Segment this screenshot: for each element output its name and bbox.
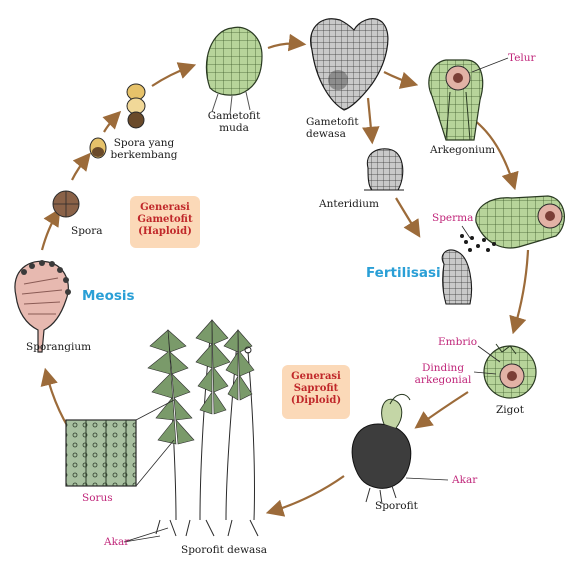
label-sperma: Sperma (432, 212, 473, 224)
saprofit-generation-box: Generasi Saprofit (Diploid) (282, 365, 350, 419)
spora-single-illustration (90, 138, 106, 158)
label-gametofit-dewasa-1: Gametofit (306, 116, 359, 128)
arrow-dewasa-arkegonium (384, 72, 414, 84)
gametofit-muda-illustration (206, 27, 262, 114)
label-gametofit-muda-1: Gametofit (204, 110, 264, 122)
gametofit-box-line3: (Haploid) (130, 226, 200, 238)
label-anteridium: Anteridium (319, 198, 379, 210)
gametofit-box-line1: Generasi (130, 202, 200, 214)
label-embrio: Embrio (438, 336, 477, 348)
saprofit-box-line1: Generasi (282, 371, 350, 383)
stage-meosis: Meosis (82, 288, 135, 304)
arrow-spora-spora2 (72, 156, 88, 180)
label-sporofit: Sporofit (375, 500, 418, 512)
sporofit-illustration (352, 394, 411, 504)
label-arkegonium: Arkegonium (430, 144, 495, 156)
sorus-inset (66, 400, 174, 486)
sporangium-illustration (15, 260, 71, 352)
arrow-sporangium-spora (42, 212, 58, 250)
label-sorus: Sorus (82, 492, 113, 504)
spora-illustration (53, 191, 79, 217)
anteridium-illustration (364, 149, 404, 190)
arrow-fert-zigot (514, 250, 528, 330)
label-spora: Spora (71, 225, 103, 237)
label-telur: Telur (508, 52, 536, 64)
label-gametofit-dewasa-2: dewasa (306, 128, 346, 140)
saprofit-box-line3: (Diploid) (282, 395, 350, 407)
arrow-muda-dewasa (268, 44, 302, 49)
arrow-spora2-berkembang (104, 114, 118, 132)
label-spora-berkembang-2: berkembang (106, 149, 182, 161)
gametofit-dewasa-illustration (311, 19, 388, 110)
label-sporangium: Sporangium (26, 341, 91, 353)
label-akar-sporofit: Akar (452, 474, 477, 486)
label-dinding-2: arkegonial (412, 374, 474, 386)
zigot-illustration (484, 344, 536, 398)
arkegonium-illustration (429, 60, 483, 140)
spora-berkembang-illustration (127, 84, 145, 128)
arrow-zigot-sporofit (418, 392, 468, 426)
gametofit-generation-box: Generasi Gametofit (Haploid) (130, 196, 200, 248)
label-spora-berkembang-1: Spora yang (106, 137, 182, 149)
arrow-berkembang-muda (152, 66, 192, 86)
label-gametofit-muda-2: muda (204, 122, 264, 134)
gametofit-box-line2: Gametofit (130, 214, 200, 226)
arrow-sporofit-dewasa (270, 476, 344, 512)
label-dinding-1: Dinding (412, 362, 474, 374)
stage-fertilisasi: Fertilisasi (366, 265, 441, 281)
label-akar-dewasa: Akar (104, 536, 129, 548)
label-sporofit-dewasa: Sporofit dewasa (181, 544, 267, 556)
arrow-anteridium-sperma (396, 198, 418, 234)
label-zigot: Zigot (496, 404, 524, 416)
arrow-dewasa-anteridium (368, 98, 372, 140)
sporofit-dewasa-illustration (148, 320, 258, 536)
saprofit-box-line2: Saprofit (282, 383, 350, 395)
